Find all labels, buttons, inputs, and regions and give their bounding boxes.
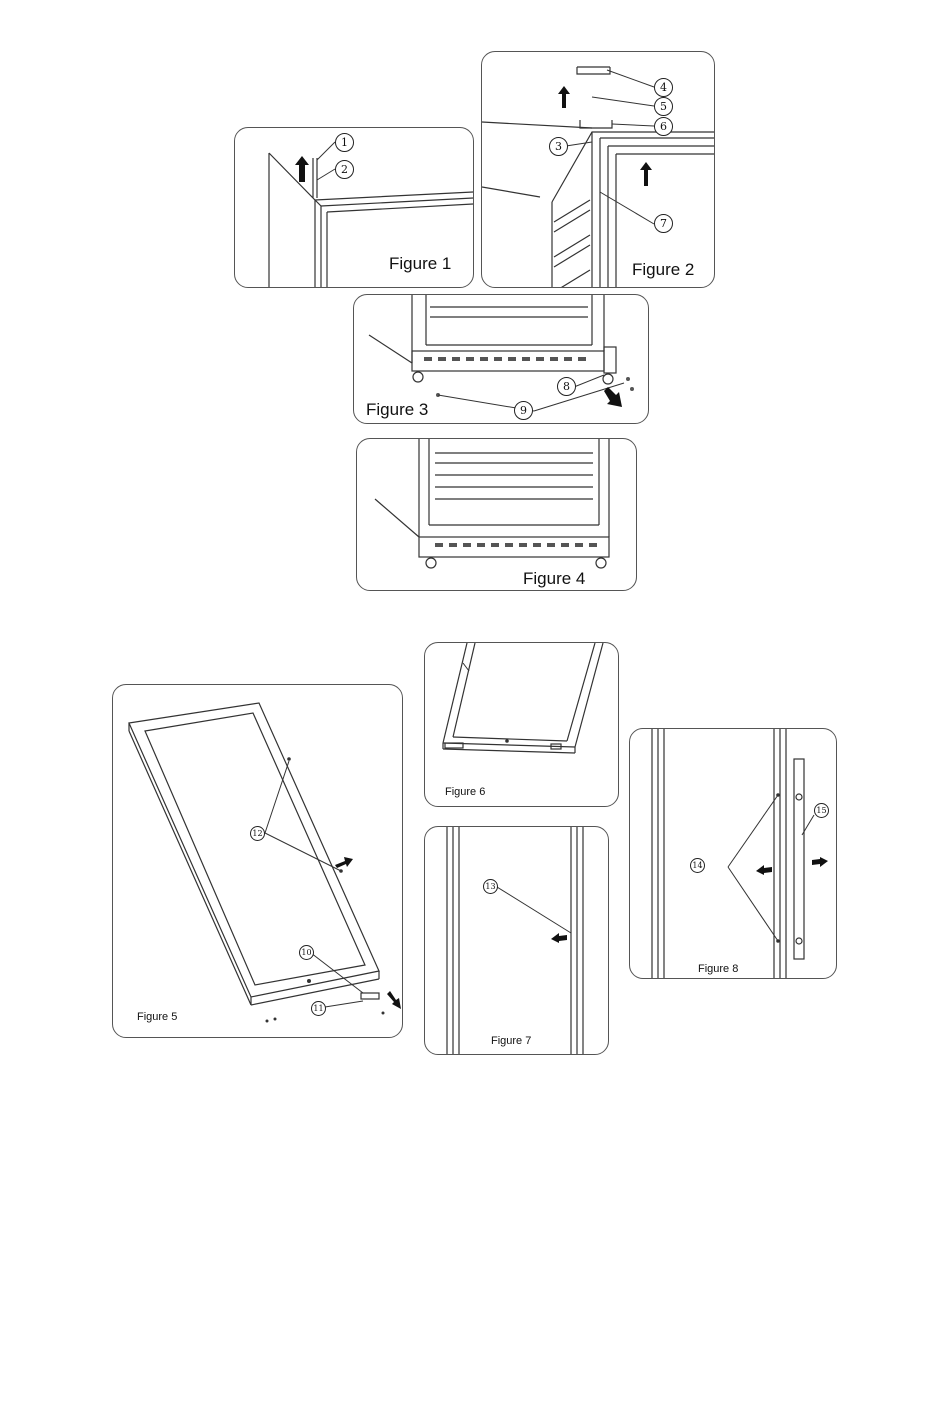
figure-6-caption: Figure 6 <box>445 786 485 798</box>
figure-2-leaders <box>482 52 714 287</box>
figure-3-panel: 8 9 Figure 3 <box>353 294 649 424</box>
callout-14: 14 <box>690 858 705 873</box>
figure-4-caption: Figure 4 <box>523 569 585 589</box>
figure-8-caption: Figure 8 <box>698 963 738 975</box>
figure-7-caption: Figure 7 <box>491 1035 531 1047</box>
figure-6-drawing <box>425 643 618 806</box>
callout-3: 3 <box>549 137 568 156</box>
figure-5-drawing <box>113 685 402 1037</box>
callout-7: 7 <box>654 214 673 233</box>
callout-6: 6 <box>654 117 673 136</box>
callout-12: 12 <box>250 826 265 841</box>
callout-10: 10 <box>299 945 314 960</box>
callout-13: 13 <box>483 879 498 894</box>
figure-7-drawing <box>425 827 608 1054</box>
figure-2-panel: 4 5 6 3 7 Figure 2 <box>481 51 715 288</box>
left-arrow-icon <box>756 865 772 875</box>
figure-8-drawing <box>630 729 836 978</box>
callout-15: 15 <box>814 803 829 818</box>
right-arrow-icon <box>335 857 353 869</box>
figure-3-caption: Figure 3 <box>366 400 428 420</box>
figure-4-panel: Figure 4 <box>356 438 637 591</box>
figure-7-panel: 13 Figure 7 <box>424 826 609 1055</box>
figure-6-panel: Figure 6 <box>424 642 619 807</box>
right-arrow-icon <box>812 857 828 867</box>
callout-8: 8 <box>557 377 576 396</box>
figure-1-caption: Figure 1 <box>389 254 451 274</box>
figure-1-panel: 1 2 Figure 1 <box>234 127 474 288</box>
callout-5: 5 <box>654 97 673 116</box>
figure-8-panel: 14 15 Figure 8 <box>629 728 837 979</box>
callout-11: 11 <box>311 1001 326 1016</box>
down-right-arrow-icon <box>604 387 622 407</box>
figure-2-caption: Figure 2 <box>632 260 694 280</box>
callout-4: 4 <box>654 78 673 97</box>
down-right-arrow-icon <box>387 991 401 1009</box>
figure-5-panel: 12 10 11 Figure 5 <box>112 684 403 1038</box>
figure-4-drawing <box>357 439 636 590</box>
figure-5-caption: Figure 5 <box>137 1011 177 1023</box>
left-arrow-icon <box>551 933 567 943</box>
callout-9: 9 <box>514 401 533 420</box>
